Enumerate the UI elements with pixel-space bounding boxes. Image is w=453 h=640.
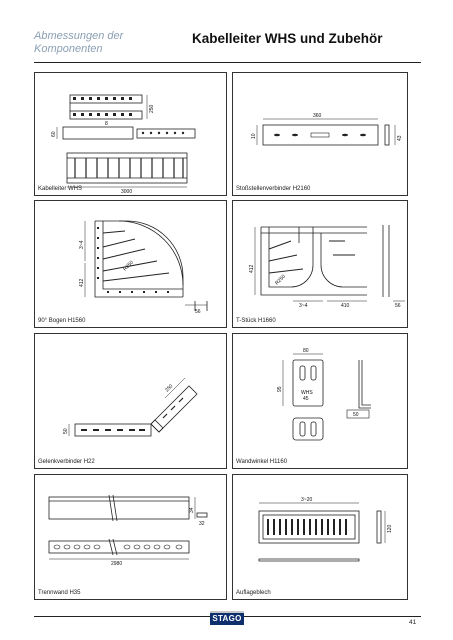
dim-250: 250 <box>149 104 155 113</box>
drawing-90-bogen: 3~4 412 R250 56 <box>79 220 208 315</box>
drawing-kabelleiter: 60 8 250 3000 <box>51 94 196 195</box>
panel-gelenkverbinder: 250 50 Gelenkverbinder H22 <box>34 333 227 469</box>
panel-kabelleiter: 60 8 250 3000 Kabelleiter WHS <box>34 72 227 196</box>
dim-56: 56 <box>195 309 201 315</box>
dim-360: 360 <box>313 113 322 119</box>
dim-3-20: 3~20 <box>301 497 312 503</box>
dim-50: 50 <box>353 412 359 418</box>
dim-43: 43 <box>397 135 403 141</box>
caption-auflageblech: Auflageblech <box>236 590 271 596</box>
dim-8: 8 <box>105 121 108 127</box>
dim-412: 412 <box>79 278 85 287</box>
dim-60: 60 <box>51 131 57 137</box>
caption-stossstellenverbinder: Stoßstellenverbinder H2160 <box>236 186 311 192</box>
caption-trennwand: Trennwand H35 <box>38 590 81 596</box>
dim-3000: 3000 <box>121 189 132 195</box>
section-heading-line2: Komponenten <box>34 43 103 55</box>
stamp-whs: WHS <box>301 390 313 396</box>
section-heading-line1: Abmessungen der <box>34 30 124 42</box>
dim-95: 95 <box>277 386 283 392</box>
caption-90-bogen: 90° Bogen H1560 <box>38 318 86 324</box>
caption-kabelleiter: Kabelleiter WHS <box>38 186 83 192</box>
panel-trennwand: 34 32 2980 Trennwand H35 <box>34 474 227 600</box>
dim-r250: R250 <box>274 274 287 287</box>
caption-t-stueck: T-Stück H1660 <box>236 318 276 324</box>
caption-wandwinkel: Wandwinkel H1160 <box>236 459 288 465</box>
panel-t-stueck: 412 R250 3~4 410 56 T-Stück H1660 <box>232 200 408 328</box>
stago-logo: STAGO <box>210 611 244 625</box>
caption-gelenkverbinder: Gelenkverbinder H22 <box>38 459 95 465</box>
panel-wandwinkel: 80 95 50 WHS 45 Wandwinkel H1160 <box>232 333 408 469</box>
dim-2980: 2980 <box>111 561 122 567</box>
drawing-trennwand: 34 32 2980 <box>48 494 208 567</box>
dim-10: 10 <box>251 133 257 139</box>
drawing-wandwinkel: 80 95 50 WHS 45 <box>277 348 371 441</box>
dim-56: 56 <box>395 303 401 309</box>
dim-410: 410 <box>341 303 350 309</box>
dim-412: 412 <box>249 264 255 273</box>
panel-90-bogen: 3~4 412 R250 56 90° Bogen H1560 <box>34 200 227 328</box>
dim-80: 80 <box>303 348 309 354</box>
drawing-t-stueck: 412 R250 3~4 410 56 <box>249 225 405 309</box>
dim-3-4: 3~4 <box>299 303 308 309</box>
header-rule <box>34 62 421 63</box>
panel-stossstellenverbinder: 360 10 43 Stoßstellenverbinder H2160 <box>232 72 408 196</box>
dim-34: 34 <box>189 507 195 513</box>
panel-auflageblech: 3~20 120 Auflageblech <box>232 474 408 600</box>
dim-250: 250 <box>164 383 174 393</box>
dim-32: 32 <box>199 521 205 527</box>
drawing-auflageblech: 3~20 120 <box>258 497 393 562</box>
dim-r250: R250 <box>122 260 135 273</box>
drawing-stossstellenverbinder: 360 10 43 <box>251 113 403 146</box>
dim-50: 50 <box>63 428 69 434</box>
drawing-gelenkverbinder: 250 50 <box>63 377 198 437</box>
dim-120: 120 <box>387 524 393 533</box>
section-heading: Abmessungen der Komponenten <box>34 30 123 56</box>
stamp-45: 45 <box>303 396 309 402</box>
page-title: Kabelleiter WHS und Zubehör <box>192 31 383 46</box>
dim-3-4: 3~4 <box>79 240 85 249</box>
page-number: 41 <box>409 619 417 626</box>
